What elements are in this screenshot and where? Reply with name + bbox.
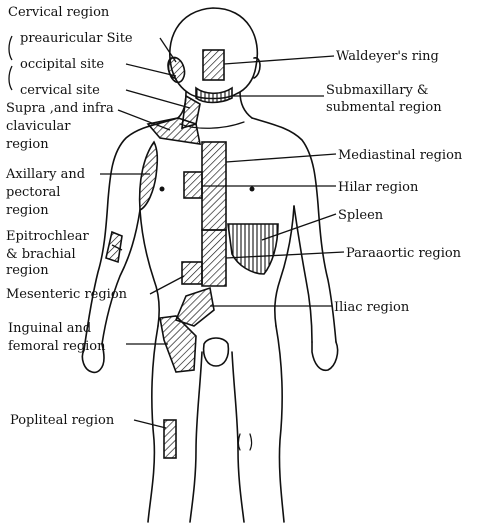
label-supra-infra-1: Supra ,and infra: [6, 101, 114, 116]
waldeyers-ring-region: [203, 50, 224, 80]
label-epitrochlear-3: region: [6, 263, 49, 278]
submaxillary-submental-region: [196, 88, 232, 103]
label-hilar: Hilar region: [338, 180, 419, 195]
left-leg-inner: [190, 352, 202, 522]
label-submaxillary-1: Submaxillary &: [326, 83, 429, 98]
left-nipple: [160, 187, 165, 192]
lymph-regions: [106, 50, 278, 458]
popliteal-region: [164, 420, 176, 458]
label-spleen: Spleen: [338, 208, 384, 223]
spleen-region: [228, 224, 278, 274]
leader-waldeyer: [224, 56, 334, 64]
right-nipple: [250, 187, 255, 192]
label-supra-infra-3: region: [6, 137, 49, 152]
label-epitrochlear-1: Epitrochlear: [6, 229, 89, 244]
torso-left: [140, 210, 159, 326]
label-preauricular-site: preauricular Site: [20, 31, 133, 46]
preauricular-occipital-region: [169, 57, 185, 82]
right-knee-mark: [250, 434, 252, 450]
hilar-region: [184, 172, 202, 198]
label-cervical-region: Cervical region: [8, 5, 110, 20]
supra-infra-clavicular-region: [148, 118, 200, 144]
leader-popliteal: [134, 420, 166, 428]
label-popliteal: Popliteal region: [10, 413, 115, 428]
leader-cervical-site: [126, 90, 190, 108]
mesenteric-region: [182, 262, 202, 284]
label-axillary-3: region: [6, 203, 49, 218]
label-inguinal-1: Inguinal and: [8, 321, 91, 336]
label-cervical-site: cervical site: [20, 83, 100, 98]
label-axillary-1: Axillary and: [5, 167, 85, 182]
right-inner-arm: [294, 206, 312, 342]
leader-mediastinal: [226, 154, 336, 162]
epitrochlear-brachial-region: [106, 232, 122, 262]
labels-right: Waldeyer's ring Submaxillary & submental…: [326, 49, 463, 315]
paraaortic-region: [202, 230, 226, 286]
label-iliac: Iliac region: [334, 300, 410, 315]
right-leg-inner: [232, 352, 244, 522]
label-submaxillary-2: submental region: [326, 100, 442, 115]
right-leg-outer: [276, 326, 284, 522]
axillary-pectoral-region: [140, 142, 158, 210]
labels-left: Cervical region preauricular Site occipi…: [5, 5, 133, 428]
label-inguinal-2: femoral region: [8, 339, 106, 354]
label-occipital-site: occipital site: [20, 57, 104, 72]
label-mediastinal: Mediastinal region: [338, 148, 463, 163]
leader-preauricular: [160, 38, 176, 62]
leader-supra-infra: [118, 110, 170, 130]
right-hand: [312, 342, 338, 370]
left-knee-mark: [239, 434, 241, 450]
iliac-region: [176, 288, 214, 326]
label-mesenteric: Mesenteric region: [6, 287, 128, 302]
label-waldeyer: Waldeyer's ring: [336, 49, 439, 64]
genital-outline: [204, 338, 229, 366]
label-supra-infra-2: clavicular: [6, 119, 71, 134]
label-epitrochlear-2: & brachial: [6, 247, 76, 262]
left-shoulder-arm: [84, 118, 178, 350]
cervical-bracket: [9, 36, 12, 90]
label-axillary-2: pectoral: [6, 185, 60, 200]
left-inner-arm: [102, 210, 140, 344]
label-paraaortic: Paraaortic region: [346, 246, 462, 261]
